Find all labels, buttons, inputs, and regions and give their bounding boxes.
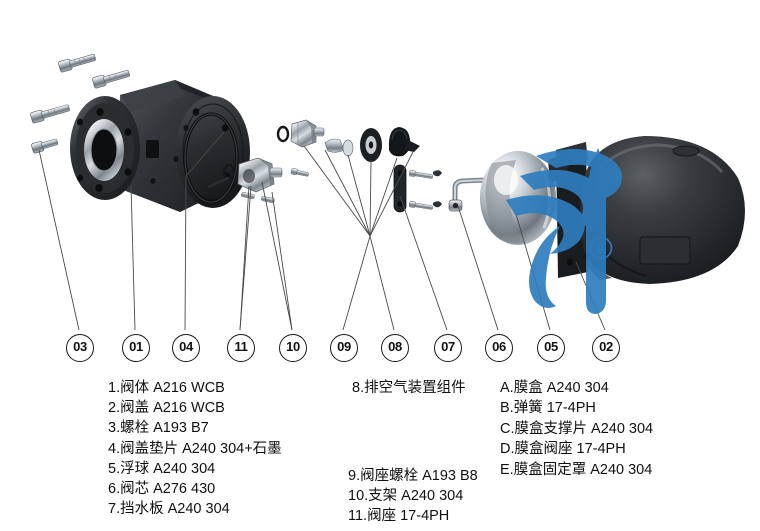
leader-09 [342,235,371,331]
legend-item-3: 3.螺栓 A193 B7 [108,420,209,437]
callout-01[interactable]: 01 [122,334,150,362]
leader-fan-6 [303,145,371,237]
leader-08 [369,235,395,331]
legend-column-middle-top: 8.排空气装置组件 [352,378,466,398]
legend-item-c: C.膜盒支撑片 A240 304 [500,420,654,437]
callout-05[interactable]: 05 [537,334,565,362]
valve-cap-assembly [276,119,325,177]
leader-fan-4 [369,157,398,237]
legend-item-11: 11.阀座 17-4PH [348,508,450,525]
legend-item-1: 1.阀体 A216 WCB [108,380,225,396]
leader-10 [261,181,293,331]
leader-seat-1 [239,185,250,331]
callout-04[interactable]: 04 [172,334,200,362]
callout-10[interactable]: 10 [279,334,307,362]
legend-item-a: A.膜盒 A240 304 [500,380,609,396]
legend-column-right: A.膜盒 A240 304 B.弹簧 17-4PH C.膜盒支撑片 A240 3… [500,378,653,480]
legend-item-2: 2.阀盖 A216 WCB [108,400,225,417]
leader-fan-2 [347,154,371,237]
legend-item-6: 6.阀芯 A276 430 [108,481,216,498]
valve-seat-assembly [203,157,283,204]
legend-item-4: 4.阀盖垫片 A240 304+石墨 [108,440,282,457]
callout-03[interactable]: 03 [66,334,94,362]
legend-column-middle-bottom: 9.阀座螺栓 A193 B8 10.支架 A240 304 11.阀座 17-4… [348,466,478,527]
leader-06 [457,205,499,331]
legend-item-8: 8.排空气装置组件 [352,380,466,396]
callout-09[interactable]: 09 [330,334,358,362]
legend-item-b: B.弹簧 17-4PH [500,400,596,417]
air-vent-parts-cluster [324,127,420,204]
leader-01 [130,185,136,331]
leader-seat-2 [271,191,293,331]
leader-04 [184,175,187,331]
legend-item-e: E.膜盒固定罩 A240 304 [500,461,653,478]
cover-bolts-group [30,54,130,154]
leader-tie-gasket [185,131,225,177]
leader-fan-5 [369,151,414,237]
legend-column-left: 1.阀体 A216 WCB 2.阀盖 A216 WCB 3.螺栓 A193 B7… [108,378,282,519]
leader-fan-1 [324,149,371,237]
legend-item-9: 9.阀座螺栓 A193 B8 [348,468,478,484]
leader-07 [399,195,448,331]
leader-03 [38,149,80,331]
callout-08[interactable]: 08 [381,334,409,362]
callout-06[interactable]: 06 [485,334,513,362]
callout-02[interactable]: 02 [592,334,620,362]
leader-fan-3 [369,159,372,237]
float-lever-arm [448,177,489,212]
callout-11[interactable]: 11 [227,334,255,362]
callout-07[interactable]: 07 [434,334,462,362]
legend-item-10: 10.支架 A240 304 [348,488,464,505]
legend-item-7: 7.挡水板 A240 304 [108,501,230,518]
inlet-flange [70,96,140,200]
legend-item-d: D.膜盒阀座 17-4PH [500,441,626,458]
valve-body-casting [70,80,250,212]
legend-item-5: 5.浮球 A240 304 [108,460,216,477]
